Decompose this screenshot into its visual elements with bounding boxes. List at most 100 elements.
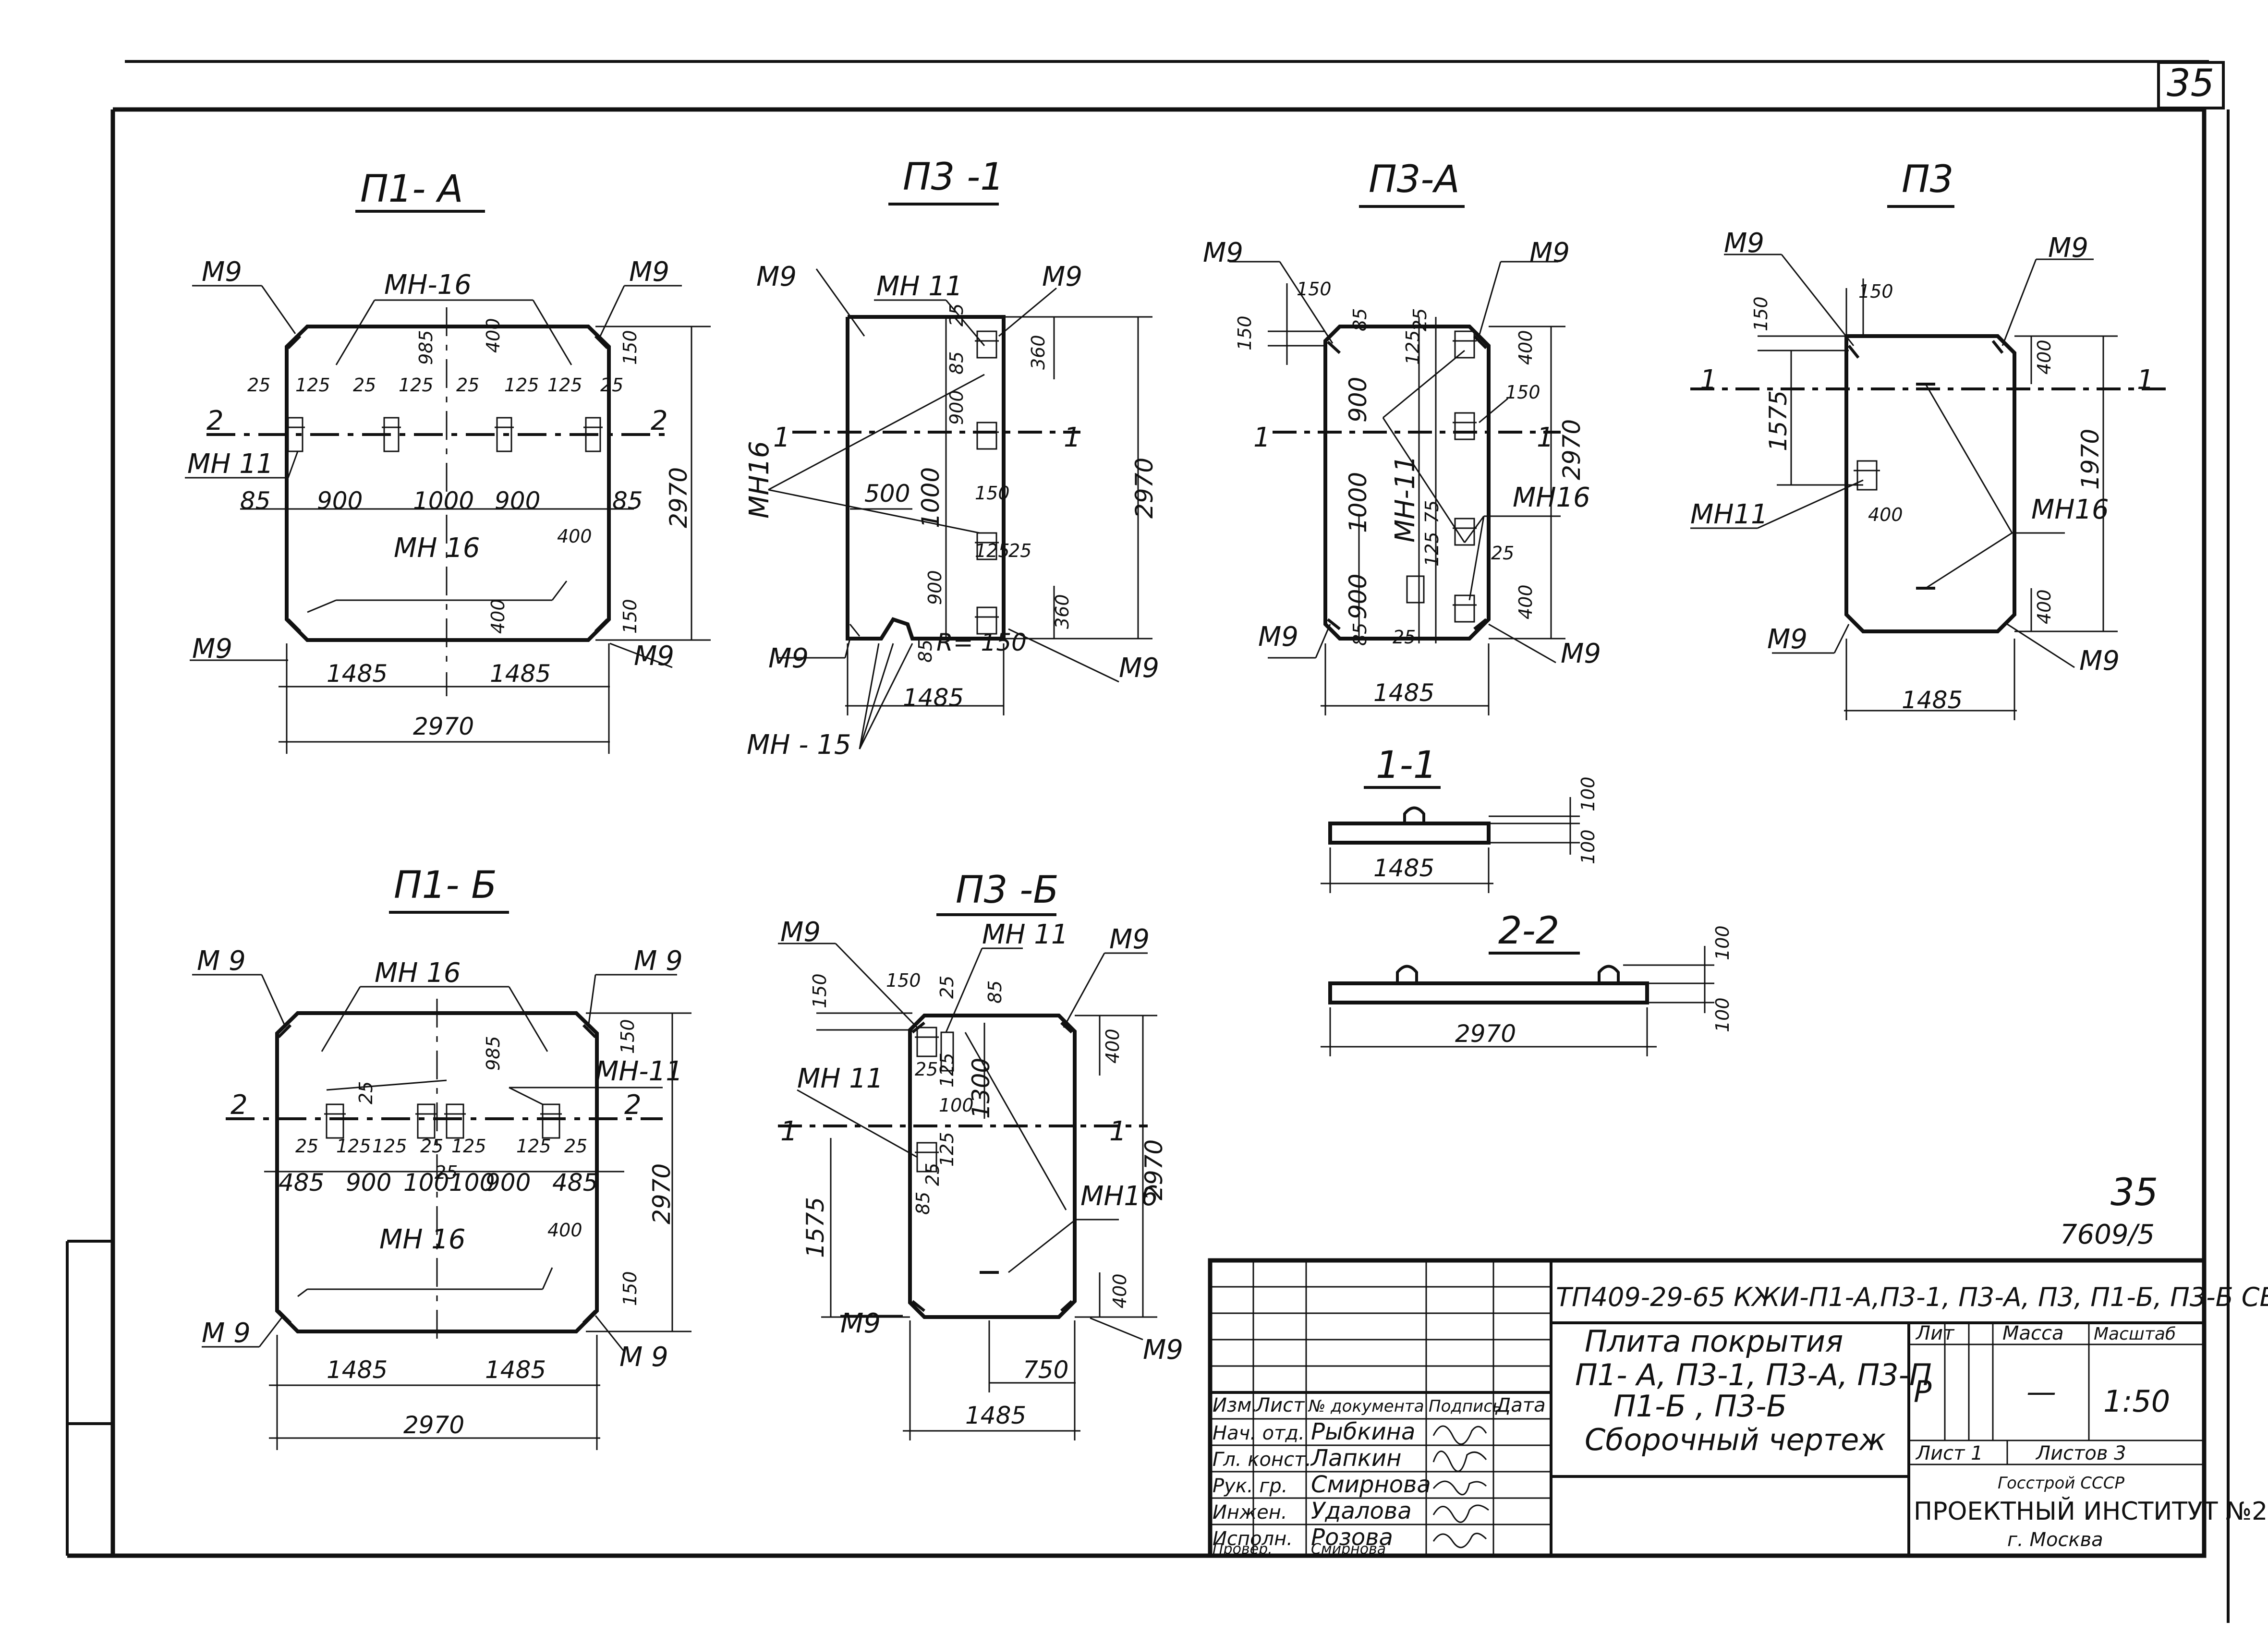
svg-text:400: 400 [487, 599, 509, 634]
svg-text:150: 150 [886, 970, 921, 991]
svg-text:Подпись: Подпись [1429, 1397, 1502, 1416]
svg-text:100: 100 [939, 1095, 974, 1116]
doc-code: ТП409-29-65 КЖИ-П1-А,П3-1, П3-А, П3, П1-… [1556, 1282, 2268, 1312]
svg-text:МН 16: МН 16 [394, 532, 480, 564]
svg-text:2970: 2970 [648, 1163, 676, 1224]
svg-text:2: 2 [230, 1089, 248, 1121]
svg-text:М9: М9 [1767, 624, 1807, 655]
svg-text:1000: 1000 [413, 487, 474, 515]
svg-text:900: 900 [346, 1169, 391, 1197]
svg-text:МН-11: МН-11 [595, 1056, 683, 1087]
svg-text:400: 400 [557, 526, 592, 547]
svg-text:25: 25 [420, 1136, 443, 1157]
svg-text:25: 25 [1393, 627, 1416, 648]
svg-text:85: 85 [240, 487, 271, 515]
view-p3a-title: П3-А [1369, 158, 1460, 201]
svg-text:1: 1 [780, 1116, 798, 1147]
view-p3: П3 [1690, 158, 2171, 720]
svg-text:1575: 1575 [1764, 390, 1792, 451]
view-p3a: П3-А [1229, 158, 1565, 715]
svg-text:150: 150 [975, 483, 1010, 504]
svg-text:М9: М9 [1724, 228, 1764, 259]
section-2-2: 2-2 [1321, 909, 1714, 1056]
svg-text:150: 150 [617, 1019, 638, 1054]
svg-text:85: 85 [1349, 623, 1371, 646]
svg-text:25: 25 [435, 1162, 458, 1183]
svg-text:М9: М9 [2048, 232, 2088, 264]
svg-text:1485: 1485 [327, 660, 388, 688]
svg-text:150: 150 [1234, 315, 1255, 351]
svg-text:900: 900 [485, 1169, 531, 1197]
svg-text:№ документа: № документа [1308, 1397, 1424, 1416]
svg-text:1485: 1485 [1902, 686, 1963, 714]
plate-name-line2: П1- А, П3-1, П3-А, П3-П [1575, 1357, 1932, 1392]
svg-text:МН16: МН16 [1080, 1181, 1158, 1212]
svg-text:125: 125 [547, 375, 582, 396]
svg-text:МН-11: МН-11 [1390, 455, 1421, 543]
svg-text:125: 125 [372, 1136, 407, 1157]
svg-text:125: 125 [1402, 330, 1423, 365]
svg-text:МН16: МН16 [2031, 494, 2109, 525]
svg-text:М9: М9 [1143, 1334, 1183, 1366]
svg-text:85: 85 [915, 640, 936, 663]
svg-text:2: 2 [206, 405, 224, 436]
svg-text:Листов 3: Листов 3 [2035, 1442, 2126, 1464]
svg-text:150: 150 [1750, 296, 1771, 331]
svg-text:900: 900 [495, 487, 540, 515]
view-p3b-title: П3 -Б [956, 869, 1059, 912]
svg-text:400: 400 [1102, 1028, 1123, 1064]
plate-name-line1: Плита покрытия [1585, 1324, 1843, 1359]
svg-text:400: 400 [483, 318, 504, 353]
svg-text:125: 125 [936, 1052, 958, 1088]
svg-text:Масштаб: Масштаб [2094, 1324, 2176, 1344]
svg-text:Лапкин: Лапкин [1310, 1445, 1401, 1472]
svg-text:МН 11: МН 11 [797, 1063, 883, 1094]
svg-text:Розова: Розова [1311, 1524, 1393, 1551]
svg-text:25: 25 [1008, 540, 1031, 561]
view-p3-1: П3 -1 [768, 156, 1152, 750]
svg-text:М 9: М 9 [619, 1342, 668, 1373]
svg-text:М9: М9 [1042, 261, 1082, 292]
svg-text:2970: 2970 [1140, 1139, 1168, 1200]
svg-text:25: 25 [936, 976, 958, 999]
svg-text:2970: 2970 [403, 1411, 464, 1439]
svg-text:М9: М9 [840, 1308, 881, 1339]
svg-text:Исполн.: Исполн. [1213, 1528, 1293, 1550]
svg-text:85: 85 [912, 1192, 934, 1215]
svg-text:25: 25 [1409, 308, 1431, 331]
svg-text:М9: М9 [192, 633, 232, 665]
svg-text:М9: М9 [1561, 638, 1601, 669]
svg-text:500: 500 [864, 480, 910, 508]
svg-text:25: 25 [295, 1136, 318, 1157]
svg-text:1: 1 [1700, 364, 1717, 396]
svg-text:85: 85 [946, 351, 967, 375]
svg-text:125: 125 [451, 1136, 486, 1157]
view-p3-1-title: П3 -1 [903, 156, 1004, 199]
svg-text:1: 1 [1064, 422, 1081, 453]
svg-text:25: 25 [456, 375, 479, 396]
svg-text:400: 400 [1109, 1273, 1130, 1308]
svg-text:2970: 2970 [1455, 1020, 1516, 1048]
svg-text:М9: М9 [1119, 653, 1159, 684]
svg-text:МН11: МН11 [1690, 499, 1768, 530]
svg-text:Провер.: Провер. [1213, 1541, 1273, 1558]
section-1-1-title: 1-1 [1376, 744, 1437, 787]
signatures [1432, 1425, 1489, 1548]
svg-text:М 9: М 9 [197, 945, 246, 977]
view-p3-title: П3 [1902, 158, 1953, 201]
section-2-2-title: 2-2 [1498, 909, 1559, 953]
view-p1a: П1- А [185, 168, 711, 754]
svg-text:25: 25 [922, 1163, 943, 1186]
view-p3b: П3 -Б [778, 869, 1157, 1440]
svg-text:1000: 1000 [917, 467, 945, 528]
svg-text:1485: 1485 [965, 1402, 1026, 1429]
svg-text:150: 150 [619, 1271, 641, 1306]
svg-text:М9: М9 [2079, 645, 2120, 677]
svg-text:125: 125 [399, 375, 434, 396]
svg-text:1485: 1485 [1373, 679, 1434, 707]
view-p1b: П1- Б [192, 864, 691, 1450]
svg-text:125: 125 [516, 1136, 551, 1157]
svg-text:М9: М9 [1203, 237, 1243, 268]
svg-text:М9: М9 [1258, 621, 1298, 653]
